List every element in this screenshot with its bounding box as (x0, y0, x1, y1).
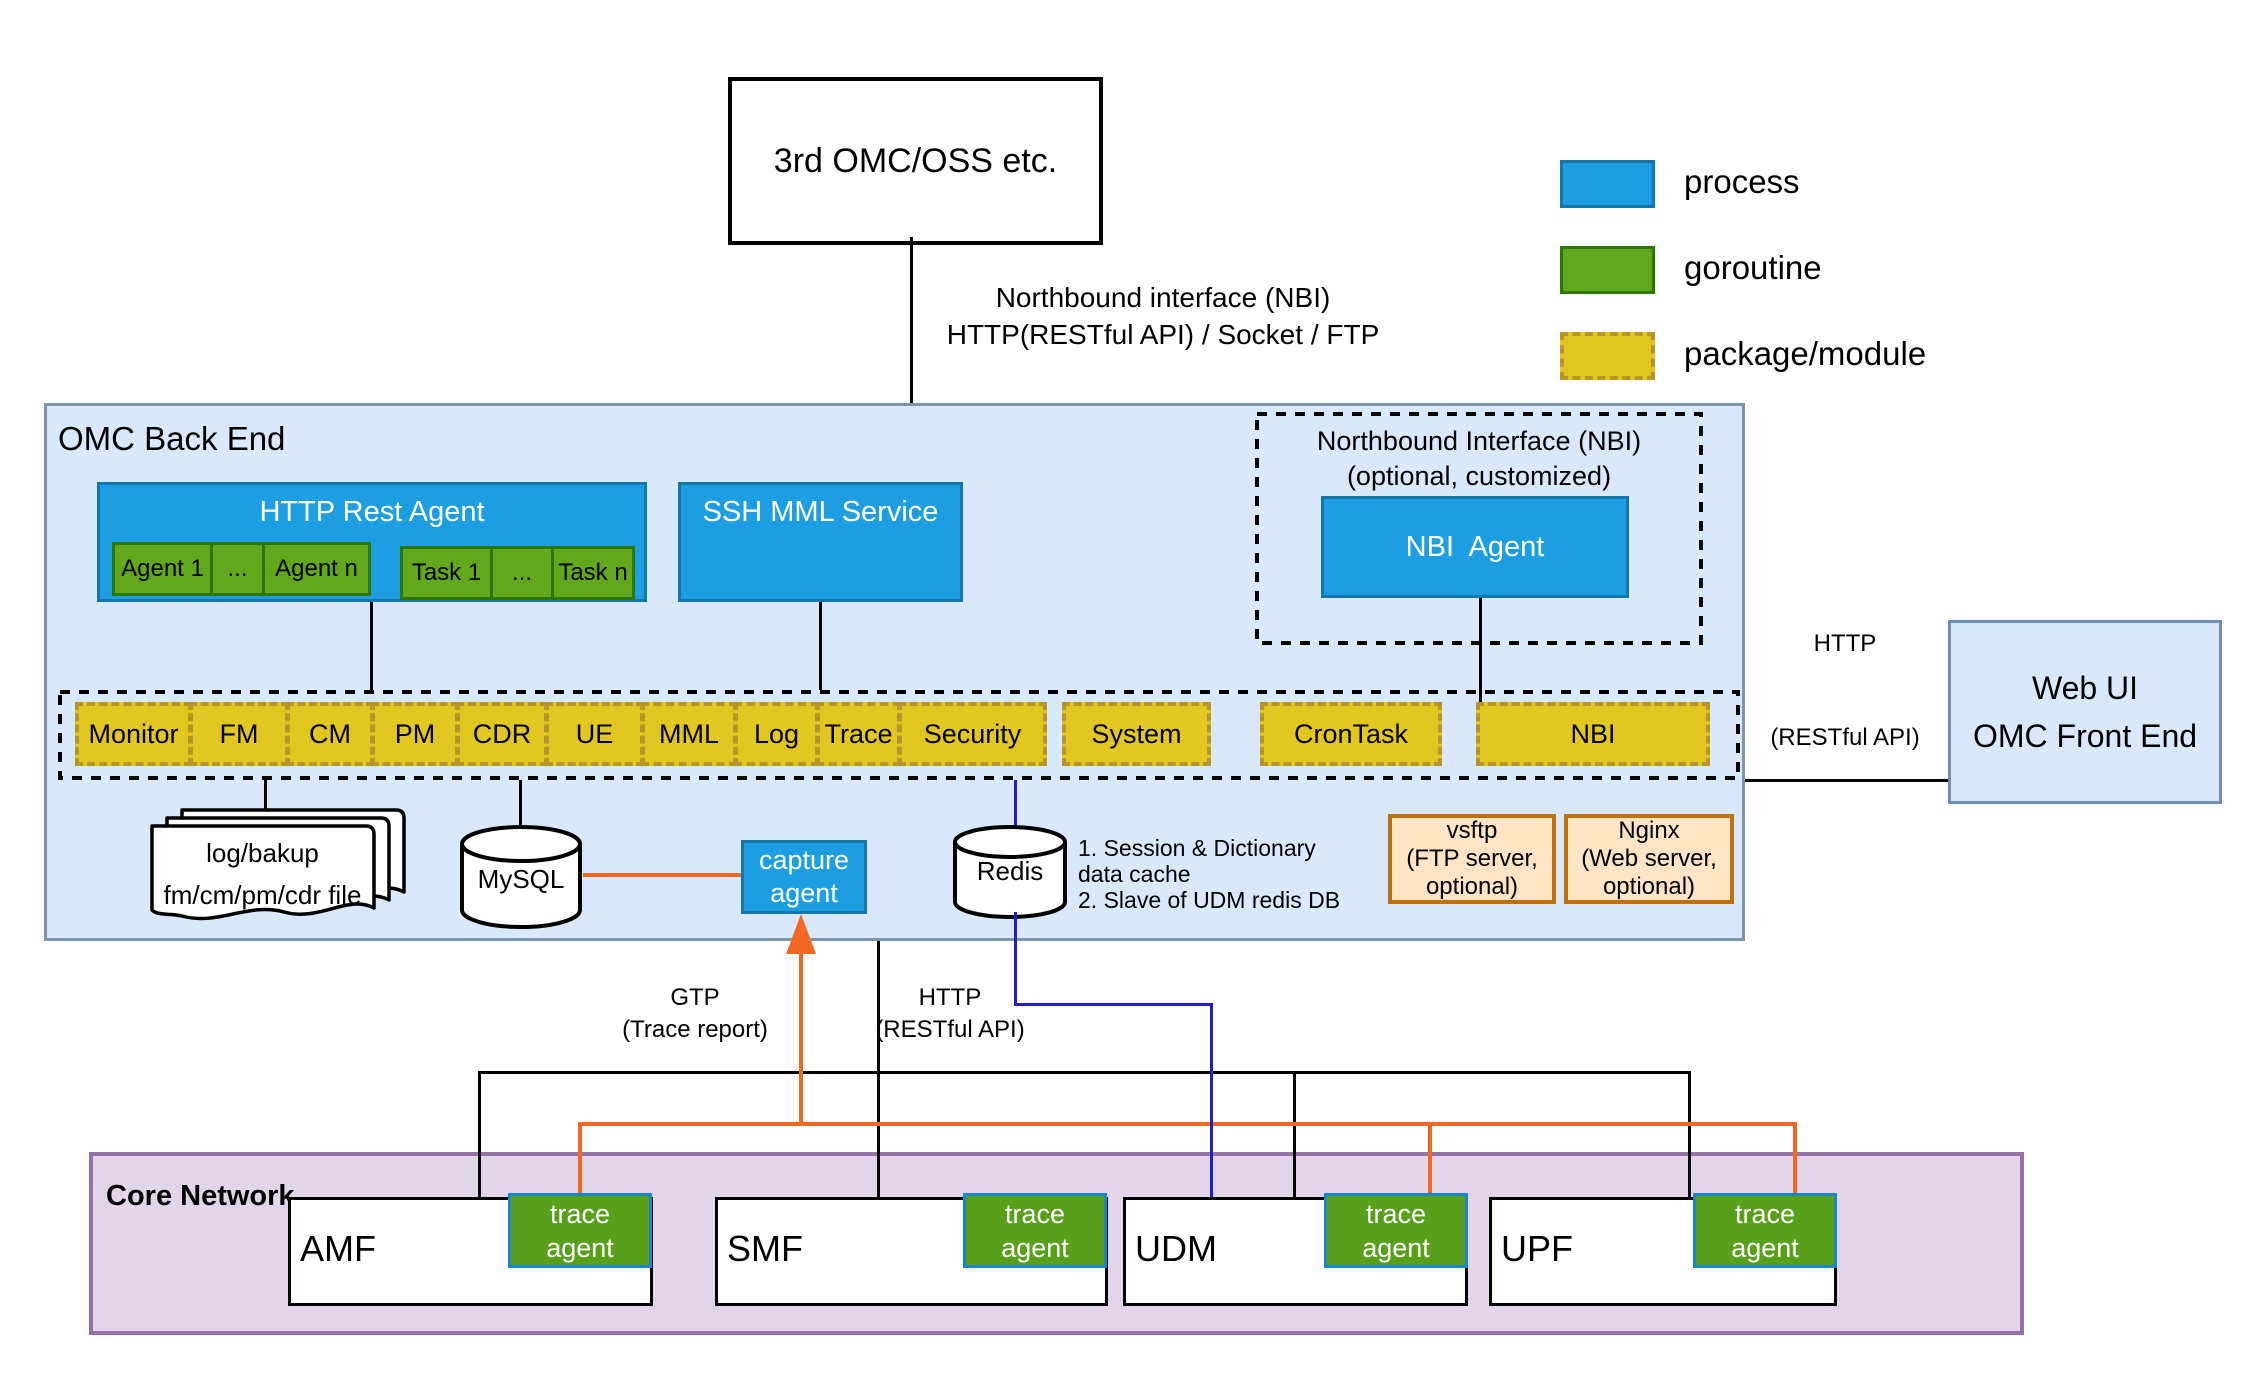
connector-ssh-modules (819, 602, 822, 690)
redis-db-icon (952, 824, 1068, 920)
module-trace: Trace (816, 702, 901, 766)
module-container (58, 690, 1740, 780)
connector-omc-webui (1745, 779, 1948, 782)
connector-nbiagent-nbi (1479, 598, 1482, 702)
module-pm: PM (371, 702, 459, 766)
nbi-agent-box: NBI Agent (1321, 496, 1629, 598)
legend-package-swatch (1560, 332, 1655, 380)
module-mml: MML (641, 702, 737, 766)
connector-obus-amf (578, 1122, 582, 1194)
connector-cdr-mysql (519, 780, 522, 828)
connector-bus-upf (1688, 1071, 1691, 1197)
module-ue: UE (545, 702, 644, 766)
connector-httprest-modules (370, 602, 373, 690)
black-bus (478, 1071, 1691, 1074)
redis-label: Redis (976, 856, 1044, 886)
nbi-optional-title: Northbound Interface (NBI) (optional, cu… (1316, 426, 1642, 491)
connector-obus-udm (1428, 1122, 1432, 1194)
connector-bus-amf (478, 1071, 481, 1197)
nginx-box: Nginx (Web server, optional) (1564, 814, 1734, 904)
capture-agent-box: capture agent (741, 840, 867, 914)
third-omc-label: 3rd OMC/OSS etc. (773, 141, 1058, 180)
connector-mysql-capture (583, 873, 741, 877)
task-n-cell: Task n (551, 546, 635, 600)
agent-1-cell: Agent 1 (112, 542, 213, 596)
module-nbi: NBI (1476, 702, 1710, 766)
module-fm: FM (189, 702, 289, 766)
legend-goroutine-label: goroutine (1684, 249, 1822, 286)
ssh-mml-box (678, 482, 963, 602)
module-cm: CM (286, 702, 374, 766)
log-files-icon (142, 808, 408, 940)
http-right-label2: (RESTful API) (1770, 724, 1920, 751)
module-security: Security (898, 702, 1047, 766)
legend-goroutine-swatch (1560, 246, 1655, 294)
nbi-link-label: Northbound interface (NBI) HTTP(RESTful … (946, 282, 1380, 350)
agent-dots-cell: ... (210, 542, 265, 596)
gtp-line (799, 952, 803, 1126)
task-dots-cell: ... (490, 546, 554, 600)
module-cdr: CDR (456, 702, 548, 766)
ssh-mml-title: SSH MML Service (702, 496, 939, 528)
webui-box: Web UI OMC Front End (1948, 620, 2222, 804)
amf-label: AMF (300, 1228, 376, 1269)
connector-monitor-files (264, 780, 267, 820)
orange-bus (578, 1122, 1797, 1126)
mysql-label: MySQL (477, 864, 565, 894)
upf-label: UPF (1501, 1228, 1573, 1269)
omc-backend-title: OMC Back End (58, 420, 286, 457)
module-system: System (1062, 702, 1211, 766)
module-log: Log (734, 702, 819, 766)
redis-udm-line-h (1014, 1003, 1213, 1006)
connector-modules-redis (1014, 780, 1017, 829)
gtp-arrowhead (786, 914, 816, 954)
connector-obus-upf (1793, 1122, 1797, 1194)
module-crontask: CronTask (1260, 702, 1442, 766)
legend-package-label: package/module (1684, 335, 1927, 372)
connector-3rdomc-omc (910, 237, 913, 403)
log-files-label2: fm/cm/pm/cdr file (163, 880, 362, 910)
core-network-title: Core Network (106, 1180, 295, 1212)
http-rest-agent-title: HTTP Rest Agent (259, 496, 485, 528)
redis-note: 1. Session & Dictionary data cache 2. Sl… (1078, 835, 1341, 913)
connector-omc-smf (877, 941, 880, 1197)
gtp-label: GTP (Trace report) (622, 984, 768, 1043)
task-1-cell: Task 1 (400, 546, 493, 600)
connector-bus-udm (1293, 1071, 1296, 1197)
module-monitor: Monitor (75, 702, 192, 766)
third-omc-box: 3rd OMC/OSS etc. (728, 77, 1103, 245)
agent-n-cell: Agent n (262, 542, 371, 596)
http-bottom-label: HTTP (RESTful API) (875, 984, 1025, 1043)
legend-process-swatch (1560, 160, 1655, 208)
http-right-label1: HTTP (1813, 630, 1877, 657)
udm-label: UDM (1135, 1228, 1217, 1269)
vsftp-box: vsftp (FTP server, optional) (1388, 814, 1556, 904)
legend-process-label: process (1684, 163, 1800, 200)
mysql-db-icon (459, 824, 583, 930)
redis-udm-line-v1 (1014, 912, 1017, 1006)
redis-udm-line-v2 (1210, 1003, 1213, 1197)
log-files-label1: log/bakup (206, 838, 319, 868)
smf-label: SMF (727, 1228, 803, 1269)
